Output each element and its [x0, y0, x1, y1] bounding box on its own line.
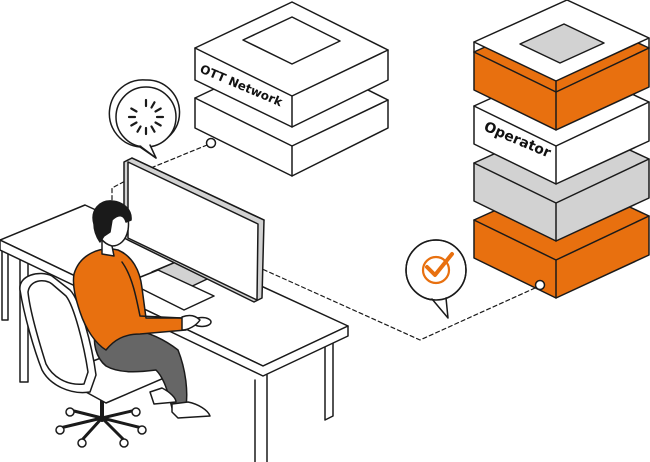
- person-shoe: [171, 401, 211, 419]
- loading-bubble: [108, 79, 181, 159]
- operator-connection-line: [259, 267, 536, 341]
- loading-spinner-icon: [127, 98, 165, 136]
- ott-connector-dot: [205, 137, 217, 149]
- ott-top-slot: [242, 16, 341, 65]
- person-hair: [92, 200, 132, 243]
- person-shirt: [72, 248, 187, 351]
- keyboard: [127, 269, 215, 311]
- operator-connector-dot: [534, 279, 546, 291]
- operator-server: Operator: [473, 0, 650, 299]
- operator-top-slot: [519, 23, 605, 64]
- checkmark-icon: [425, 252, 454, 277]
- monitor: [123, 157, 265, 303]
- person: [72, 200, 211, 419]
- check-bubble: [405, 239, 467, 319]
- ott-network-server: OTT Network: [194, 1, 389, 177]
